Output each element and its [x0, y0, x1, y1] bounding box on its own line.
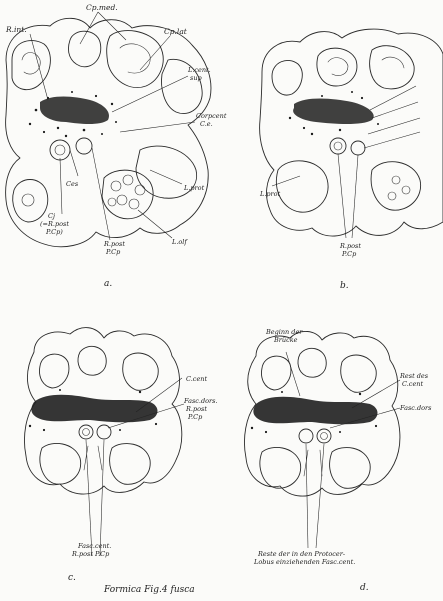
label-a-cp-med: Cp.med.	[86, 3, 118, 12]
label-a-r-post-1: R.post	[103, 240, 125, 248]
label-c-fasc-cent-2: R.post P.Cp	[71, 550, 110, 558]
panel-a-central-body	[40, 97, 109, 125]
label-d-beginn-1: Beginn der	[265, 328, 303, 336]
label-d-reste-2: Lobus einziehenden Fasc.cent.	[253, 558, 355, 566]
label-d-rest-2: C.cent	[402, 380, 423, 388]
label-a-r-post-2: P.Cp	[105, 248, 121, 256]
label-a-r-int: R.int.	[5, 25, 27, 34]
panel-a-cp-med	[68, 31, 100, 67]
label-d-rest-1: Rest des	[399, 372, 429, 380]
label-c-fasc-cent-1: Fasc.cent.	[77, 542, 111, 550]
panel-a-letter: a.	[104, 279, 112, 289]
panel-a-glomeruli	[108, 175, 145, 209]
panel-d: Beginn der Brücke Rest des C.cent Fasc.d…	[244, 328, 432, 593]
panel-c-letter: c.	[68, 573, 76, 583]
panel-a-cp-lat	[107, 31, 163, 88]
label-c-c-cent: C.cent	[186, 375, 207, 383]
panel-a-left-lobe	[12, 41, 50, 90]
panel-b-letter: b.	[340, 281, 349, 291]
label-a-cp-lat: Cp.lat	[164, 27, 188, 36]
label-b-r-post-1: R.post	[339, 242, 361, 250]
label-d-fasc-dors: Fasc.dors	[399, 404, 432, 412]
panel-d-letter: d.	[360, 583, 369, 593]
label-a-l-cent-2: sup	[190, 74, 203, 82]
label-a-corpcent-1: Corpcent	[196, 112, 227, 120]
label-a-corpcent-2: C.e.	[200, 120, 213, 128]
label-d-beginn-2: Brücke	[273, 336, 298, 344]
panel-d-central-body	[253, 397, 377, 425]
label-a-l-prot: L.prot	[183, 184, 205, 192]
label-a-l-olf: L.olf	[171, 238, 188, 246]
label-a-cj-1: Cj	[48, 212, 55, 220]
label-b-r-post-2: P.Cp	[341, 250, 357, 258]
label-d-reste-1: Reste der in den Protocer-	[257, 550, 345, 558]
label-c-fasc-d-1: Fasc.dors.	[183, 397, 218, 405]
figure-caption: Formica Fig.4 fusca	[103, 585, 195, 595]
label-c-fasc-d-2: R.post	[185, 405, 207, 413]
label-a-ces: Ces	[66, 180, 79, 188]
panel-a-olfactory-lobe	[102, 170, 153, 219]
label-b-l-prot: L.prot	[259, 190, 281, 198]
panel-b: L.prot R.post P.Cp b.	[259, 29, 443, 291]
panel-c: C.cent Fasc.dors. R.post P.Cp Fasc.cent.…	[24, 328, 217, 583]
label-a-cj-3: P.Cp)	[45, 228, 63, 236]
panel-a-outline	[6, 18, 211, 246]
panel-b-central-body	[293, 99, 374, 125]
label-c-fasc-d-3: P.Cp	[187, 413, 203, 421]
panel-a-peduncle	[50, 140, 70, 160]
label-a-l-cent-1: L.cent.	[187, 66, 211, 74]
panel-a: R.int. Cp.med. Cp.lat L.cent. sup Corpce…	[5, 3, 227, 289]
label-a-cj-2: (=R.post	[40, 220, 69, 228]
